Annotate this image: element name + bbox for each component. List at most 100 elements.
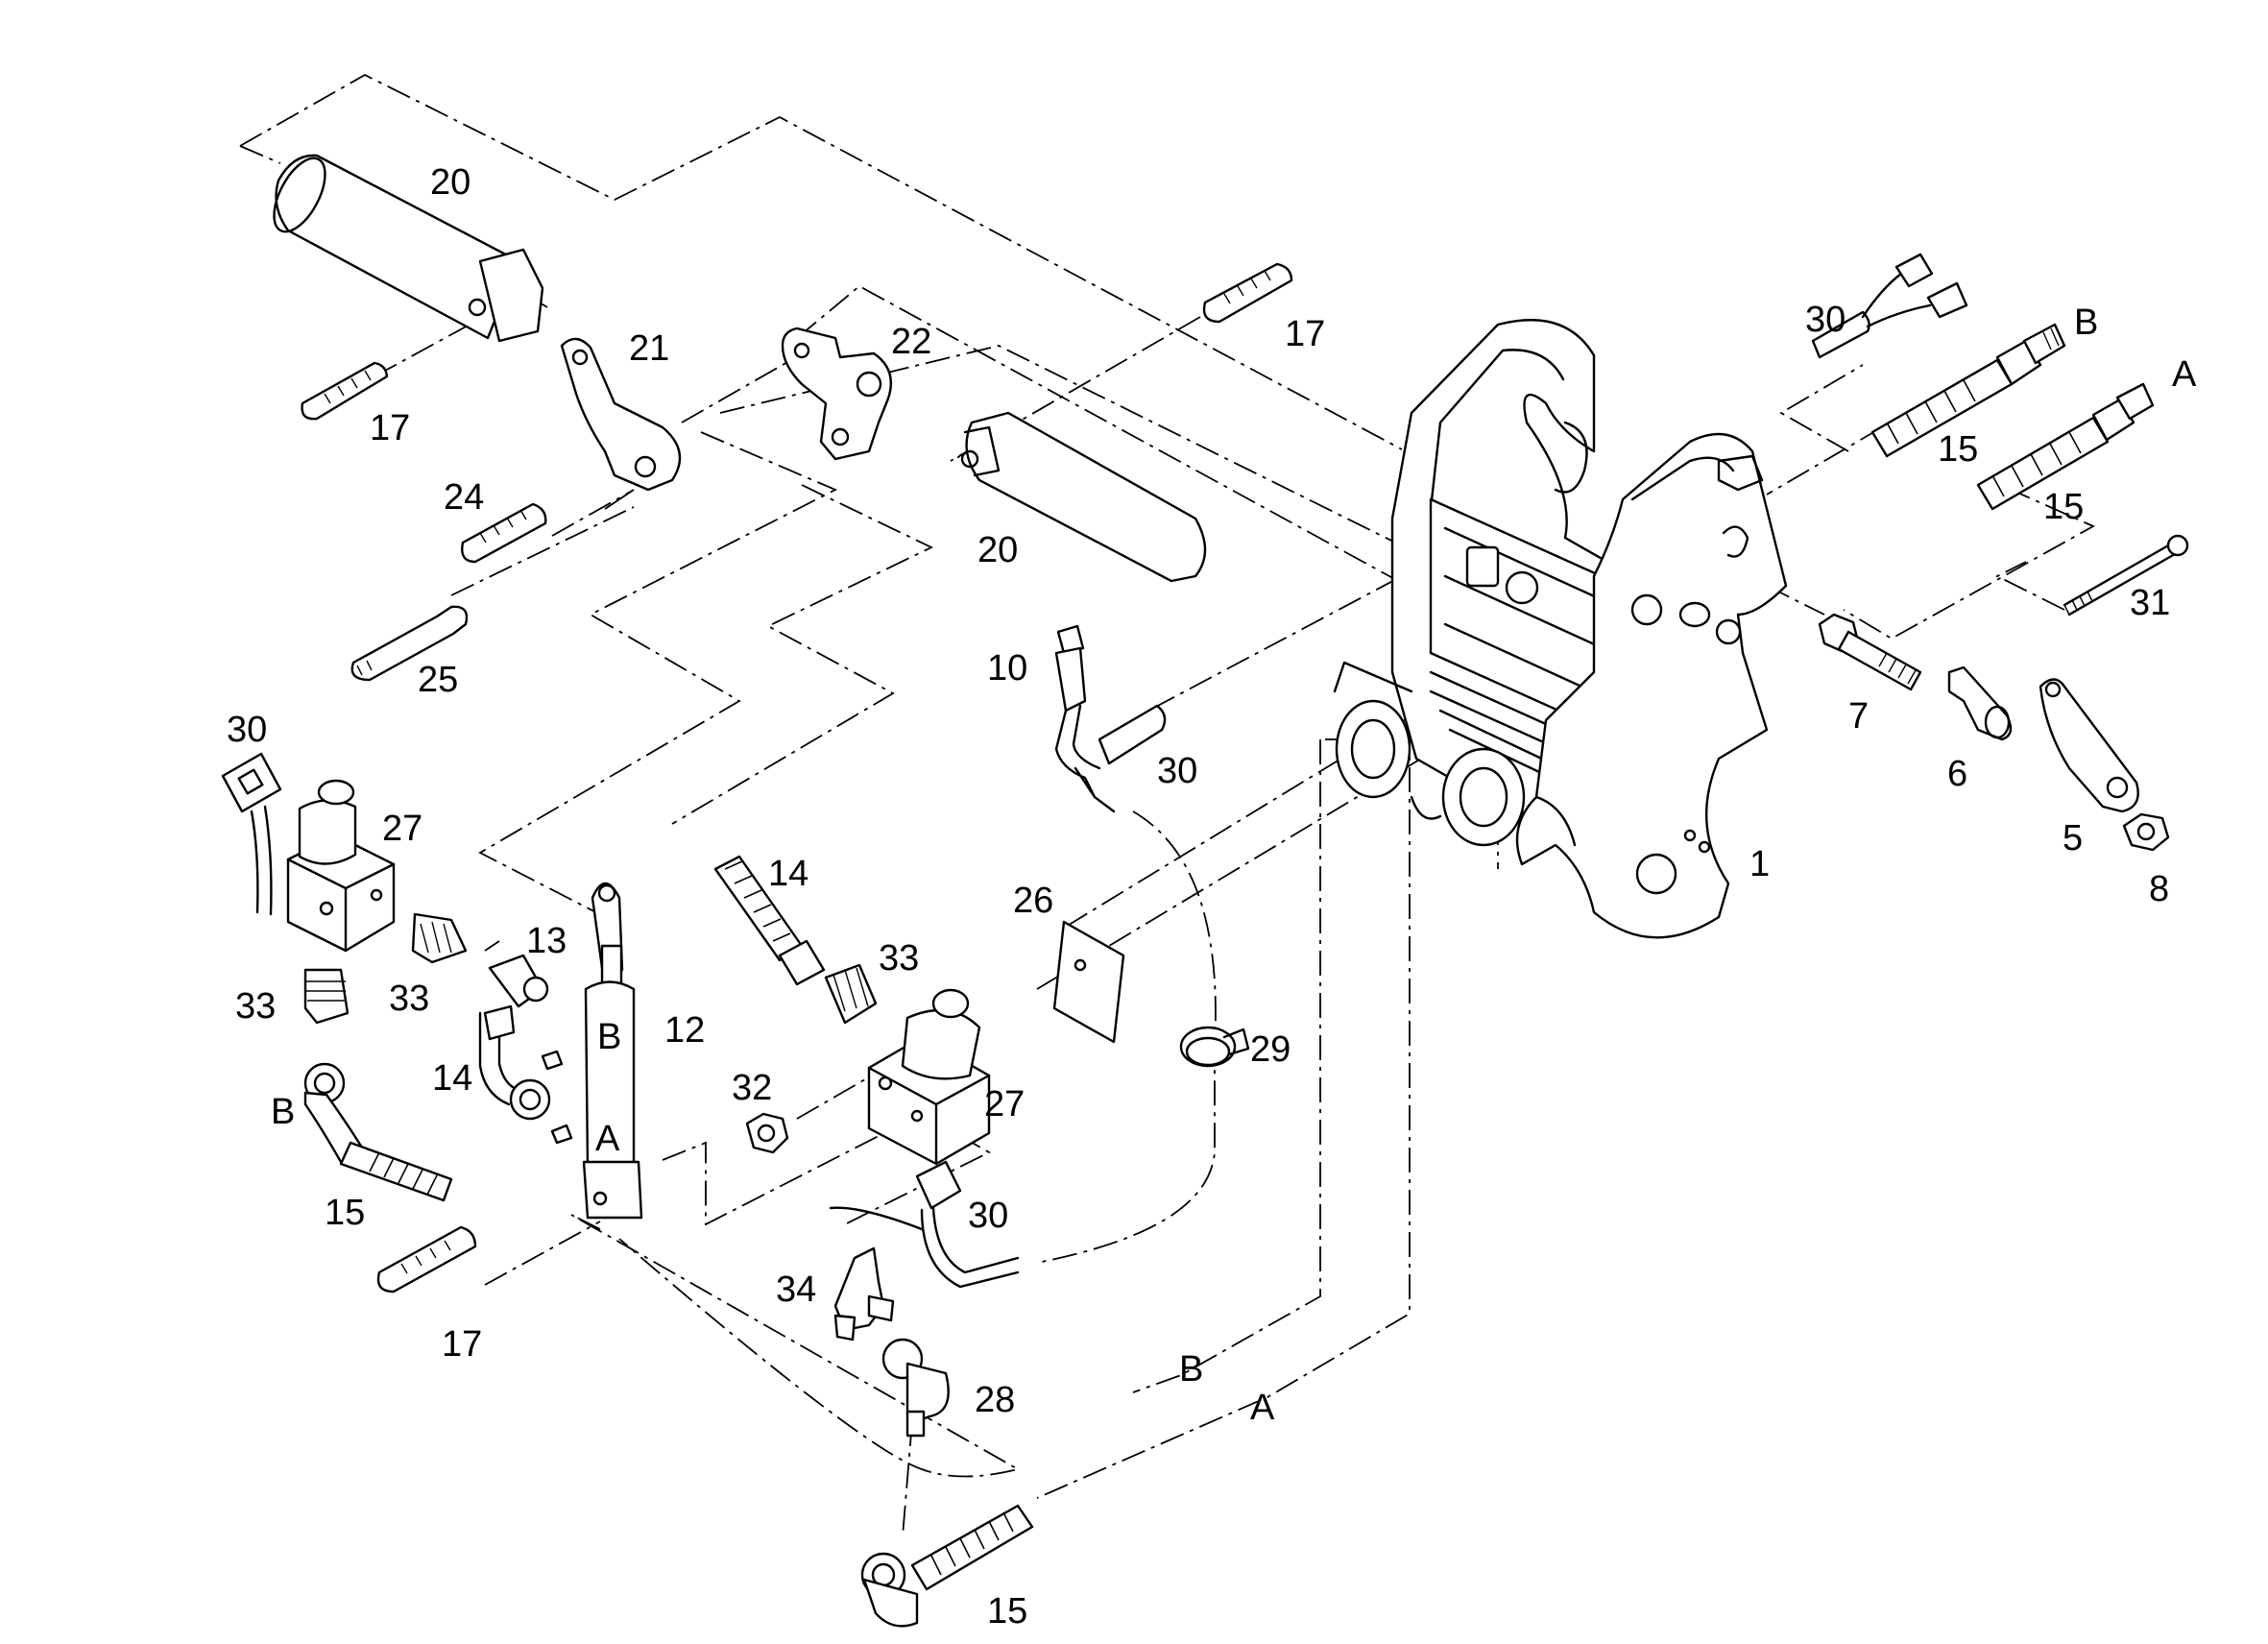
frame-pin-hole-3: [1715, 618, 1742, 645]
callout-22: 22: [891, 322, 931, 362]
leader-line-25: [450, 506, 635, 596]
link-5-hole-bottom: [2106, 776, 2129, 799]
bracket-21-hole-top: [571, 349, 589, 366]
fitting-33-right-body: [824, 963, 878, 1025]
port-label-b-right: B: [2074, 302, 2098, 343]
callout-33-left: 33: [235, 986, 276, 1027]
cylinder-20-lower-body: [965, 411, 1207, 583]
pin-17-upper-left: [301, 361, 389, 421]
pin-17-upper-right-knurl: [1223, 270, 1271, 304]
bracket-22-hole-pivot: [856, 371, 882, 398]
leader-line-route-B-lower: [570, 1214, 1021, 1478]
fitting-34-side: [867, 1294, 895, 1322]
nut-32-hex: [745, 1112, 789, 1154]
pin-17-upper-right: [1202, 262, 1293, 324]
valve-27-mid-port: [878, 1076, 893, 1091]
callout-25: 25: [418, 660, 458, 700]
leader-line-32: [796, 1046, 923, 1120]
connector-30-left-cable: [250, 805, 273, 916]
callout-33-right: 33: [879, 938, 919, 979]
hose-15-right-lower-braid: [1991, 431, 2082, 497]
hose-15-right-upper: [1870, 323, 2066, 458]
frame-front-plate-hex-hole: [1717, 454, 1764, 492]
fitting-33-right: [824, 963, 878, 1025]
leader-line-route-B: [1132, 739, 1321, 1393]
frame-back-plate-inner: [1429, 349, 1565, 511]
pin-17-lower-body: [376, 1225, 477, 1293]
frame-pin-hole-1: [1630, 593, 1663, 626]
leader-line-17-20: [374, 318, 481, 377]
frame-assembly: [1333, 319, 1788, 939]
leader-line-13: [484, 940, 500, 952]
cylinder-12: [582, 882, 643, 1220]
bracket-22-hole-top: [793, 342, 810, 359]
callout-13: 13: [526, 921, 567, 961]
rod-31-thread: [2063, 591, 2093, 616]
frame-front-plate-slot: [1722, 525, 1749, 558]
frame-front-plate-edge: [1630, 456, 1735, 501]
port-labels: B A B A B B A: [271, 302, 2197, 1428]
hose-14-left-bottom-nut-inner: [519, 1088, 542, 1111]
hose-15-left: [303, 1062, 453, 1202]
fitting-28: [881, 1338, 950, 1438]
fitting-33-mid-thread: [420, 921, 452, 954]
clip-6: [1947, 665, 2013, 741]
frame-roller-right-inner: [1459, 766, 1508, 828]
callout-14-left: 14: [432, 1058, 472, 1099]
hose-15-bottom-body: [910, 1504, 1034, 1591]
leader-line-26-frame: [1065, 644, 1528, 928]
pin-24: [461, 502, 547, 564]
link-5: [2039, 678, 2139, 813]
valve-27-left-block-edges: [286, 858, 396, 953]
leader-line-28-15: [902, 1420, 913, 1537]
pin-17-lower: [376, 1225, 477, 1293]
port-label-b-hose: B: [271, 1092, 295, 1132]
connector-30-right-plug-1: [1894, 253, 1934, 288]
connector-30-right-sleeve: [1811, 310, 1870, 359]
leader-line-route-A: [1036, 725, 1411, 1499]
callout-14-upper: 14: [768, 854, 808, 894]
clip-6-body: [1947, 665, 2013, 741]
fitting-28-stub: [905, 1410, 926, 1438]
pin-24-body: [461, 502, 547, 564]
sensor-10-tip: [1056, 624, 1085, 655]
valve-27-mid-port-side: [910, 1109, 924, 1123]
valve-27-mid-cap: [931, 988, 970, 1019]
callout-20-lower: 20: [977, 530, 1018, 570]
callout-17-lower: 17: [442, 1324, 482, 1365]
hose-14-upper: [713, 855, 826, 986]
connector-30-left-plug: [221, 752, 282, 813]
callout-30-right: 30: [1805, 300, 1846, 340]
fitting-34-bottom: [833, 1314, 857, 1342]
callout-27-mid: 27: [984, 1084, 1025, 1124]
plate-26-body: [1052, 920, 1125, 1044]
connector-30-lower-plug: [915, 1160, 962, 1210]
cylinder-20-upper-end: [273, 157, 326, 233]
frame-small-hole-2: [1698, 840, 1711, 854]
frame-inner-boss: [1505, 570, 1539, 605]
valve-27-left-coil: [298, 799, 357, 865]
callout-5: 5: [2063, 818, 2083, 858]
bracket-21-hole-pivot: [634, 455, 657, 478]
nut-32-bore: [757, 1124, 776, 1143]
frame-hook-upper: [1554, 421, 1588, 494]
hose-14-left-port-b: [541, 1050, 564, 1071]
sensor-10-cable: [1054, 704, 1101, 799]
fitting-13: [488, 954, 549, 1008]
frame-small-hole-1: [1683, 829, 1697, 842]
fitting-33-right-thread: [832, 967, 869, 1012]
frame-inner-block: [1465, 545, 1500, 588]
bolt-7-shank: [1837, 630, 1922, 691]
frame-pin-hole-2: [1678, 601, 1711, 628]
leader-line-15-frame: [1766, 426, 1883, 496]
sensor-10: [1054, 624, 1101, 799]
hose-14-left-top-fitting: [483, 1004, 516, 1041]
pin-17-upper-right-body: [1202, 262, 1293, 324]
valve-27-left: [286, 779, 396, 953]
callout-labels: 20 20 21 22 17 17 17 24 25 30 30 30 30 2…: [227, 162, 2170, 1632]
connector-30-lower: [829, 1160, 1020, 1289]
callout-24: 24: [444, 477, 484, 518]
leader-line-22-to-12: [671, 484, 934, 825]
pin-25: [350, 605, 469, 682]
connector-30-lower-lead: [829, 1206, 924, 1231]
